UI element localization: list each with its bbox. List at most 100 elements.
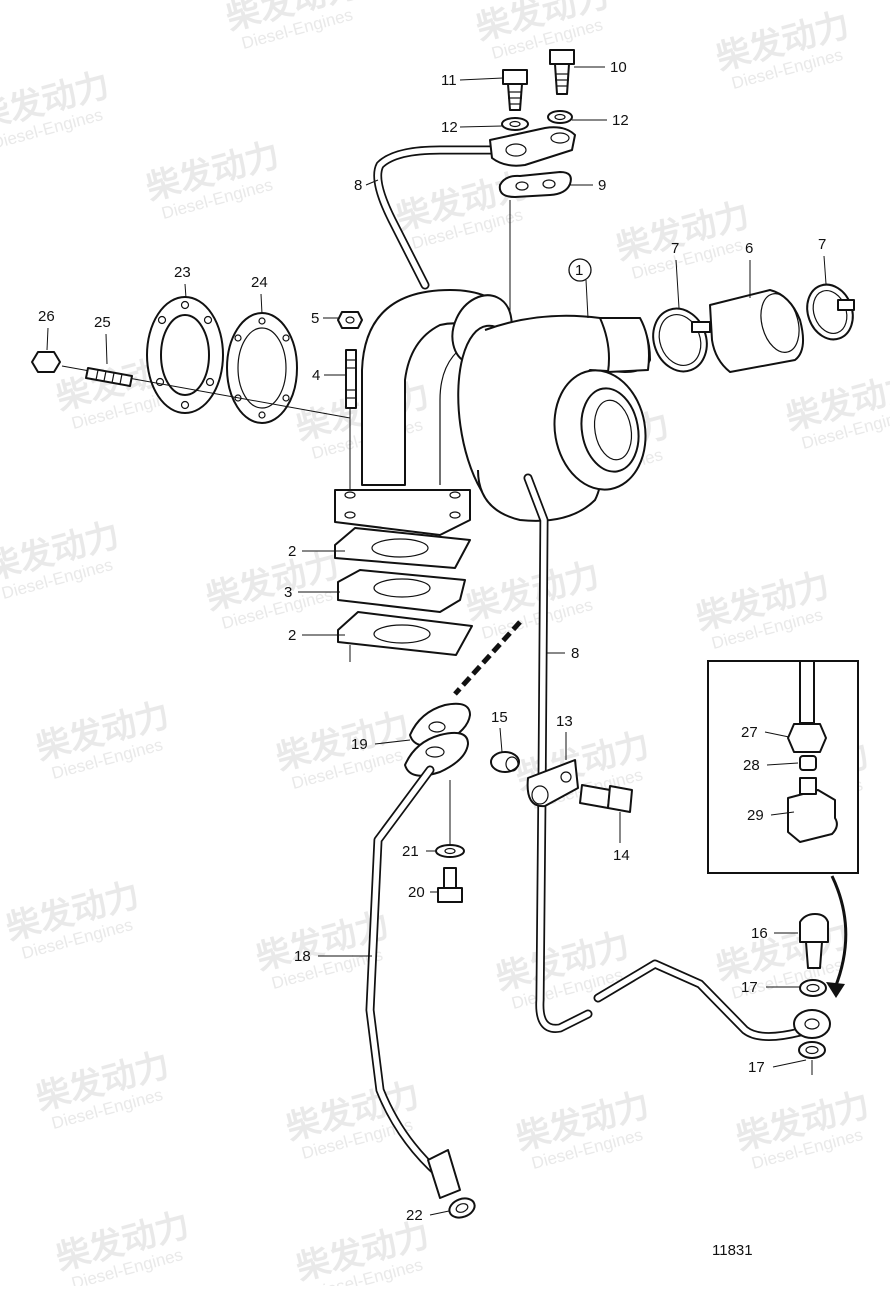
- spacer-3: [337, 569, 466, 613]
- callout-label-28: 28: [743, 757, 760, 774]
- washer-12-right: [547, 110, 573, 124]
- callout-label-17: 17: [748, 1059, 765, 1076]
- washer-17-lower: [798, 1041, 826, 1059]
- gasket-2-upper: [334, 527, 471, 569]
- callout-leaders: [46, 66, 827, 1216]
- washer-22: [448, 1197, 476, 1219]
- callout-leader-7: [675, 259, 680, 309]
- callout-label-6: 6: [745, 240, 753, 257]
- callout-label-22: 22: [406, 1207, 423, 1224]
- pipe-bracket: [489, 126, 576, 167]
- callout-leader-28: [766, 762, 799, 766]
- gasket-9: [498, 171, 572, 198]
- callout-leader-15: [499, 727, 503, 753]
- callout-leader-1: [585, 279, 589, 319]
- callout-label-2: 2: [288, 627, 296, 644]
- callout-label-27: 27: [741, 724, 758, 741]
- bolt-10: [549, 49, 575, 95]
- callout-label-4: 4: [312, 367, 320, 384]
- bolt-11: [502, 69, 528, 111]
- hose-clamp-7-right: [806, 283, 855, 341]
- callout-label-7: 7: [671, 240, 679, 257]
- screw-14: [579, 784, 633, 813]
- stud-4: [345, 349, 357, 409]
- callout-label-26: 26: [38, 308, 55, 325]
- callout-leader-22: [429, 1210, 450, 1216]
- drawing-number: 11831: [712, 1242, 753, 1259]
- callout-label-21: 21: [402, 843, 419, 860]
- banjo-bolt-16: [799, 913, 829, 969]
- callout-label-23: 23: [174, 264, 191, 281]
- oil-return-pipe-18: [365, 765, 461, 1199]
- callout-label-3: 3: [284, 584, 292, 601]
- callout-label-8: 8: [354, 177, 362, 194]
- callout-label-17: 17: [741, 979, 758, 996]
- parts-drawing: [31, 49, 859, 1219]
- callout-label-12: 12: [612, 112, 629, 129]
- callout-label-20: 20: [408, 884, 425, 901]
- nut-26: [31, 351, 61, 373]
- callout-leader-24: [260, 293, 263, 315]
- stud-25: [85, 367, 133, 387]
- gasket-2-lower: [337, 611, 473, 656]
- callout-label-25: 25: [94, 314, 111, 331]
- callout-leader-19: [374, 739, 411, 745]
- oil-pipe-upper: [373, 145, 505, 290]
- clip-13: [526, 759, 579, 808]
- spacer-15: [490, 751, 520, 773]
- callout-leader-27: [764, 731, 790, 738]
- turbocharger-1: [457, 314, 651, 522]
- callout-label-12: 12: [441, 119, 458, 136]
- callout-label-18: 18: [294, 948, 311, 965]
- callout-label-9: 9: [598, 177, 606, 194]
- callout-label-15: 15: [491, 709, 508, 726]
- callout-leader-25: [105, 333, 108, 365]
- callout-label-16: 16: [751, 925, 768, 942]
- washer-12-left: [501, 117, 529, 131]
- callout-leader-23: [184, 283, 187, 299]
- callout-leader-7: [823, 255, 827, 285]
- callout-label-24: 24: [251, 274, 268, 291]
- callout-label-1: 1: [575, 262, 583, 279]
- flange-23: [146, 296, 224, 414]
- callout-leader-17: [772, 1059, 807, 1068]
- callout-leader-8: [365, 179, 379, 186]
- callout-label-14: 14: [613, 847, 630, 864]
- screw-20: [437, 867, 463, 903]
- callout-label-2: 2: [288, 543, 296, 560]
- detail-inset: [707, 660, 859, 874]
- callout-leader-11: [459, 77, 504, 81]
- callout-leader-29: [770, 811, 795, 816]
- washer-21: [435, 844, 465, 858]
- banjo-fitting: [793, 1009, 831, 1039]
- hose-clamp-7-left: [652, 307, 711, 373]
- callout-leader-12: [459, 125, 503, 128]
- callout-label-13: 13: [556, 713, 573, 730]
- callout-leader-26: [46, 327, 49, 351]
- callout-label-7: 7: [818, 236, 826, 253]
- callout-label-8: 8: [571, 645, 579, 662]
- callout-label-29: 29: [747, 807, 764, 824]
- callout-label-19: 19: [351, 736, 368, 753]
- washer-17-upper: [799, 979, 827, 997]
- callout-label-10: 10: [610, 59, 627, 76]
- callout-label-11: 11: [441, 72, 457, 89]
